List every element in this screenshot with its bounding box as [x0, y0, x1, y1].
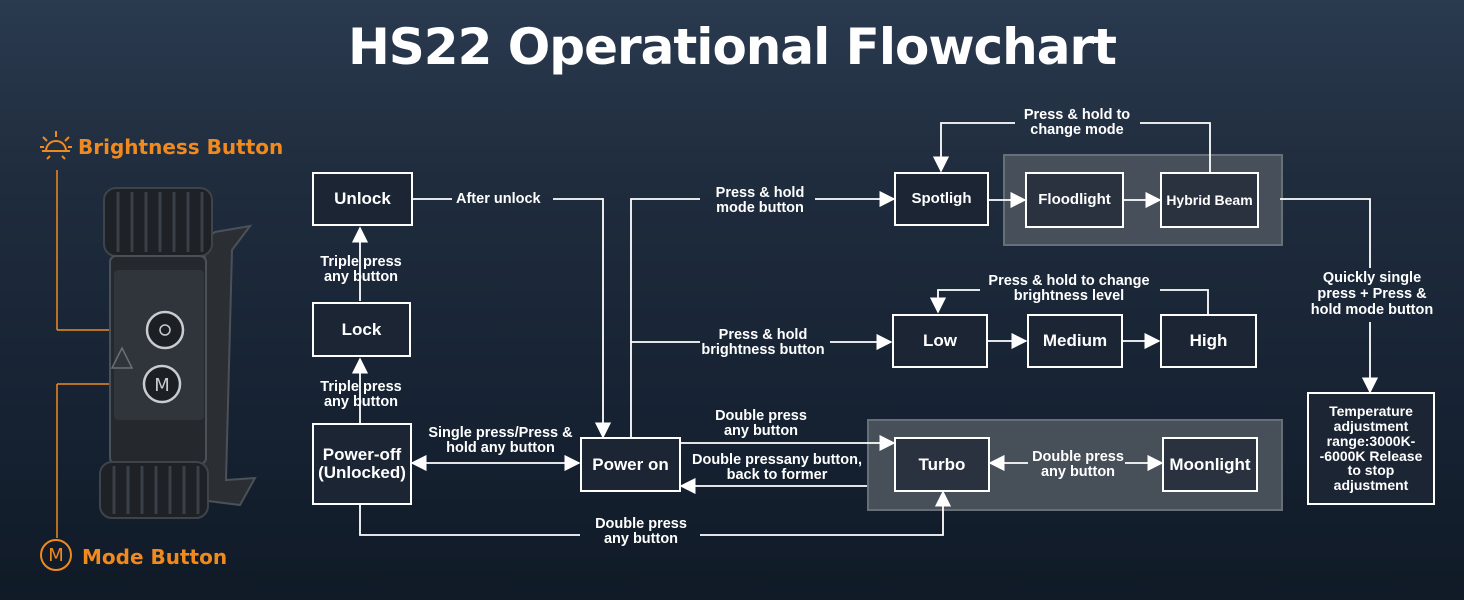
change-brightness-label: Press & hold to change brightness level	[988, 273, 1150, 304]
turbo-node: Turbo	[894, 437, 990, 492]
unlock-node: Unlock	[312, 172, 413, 226]
floodlight-node: Floodlight	[1025, 172, 1124, 228]
triple-press-bottom-label: Triple press any button	[320, 379, 402, 410]
sun-icon	[40, 131, 72, 160]
single-press-label: Single press/Press & hold any button	[428, 425, 573, 456]
medium-node: Medium	[1027, 314, 1123, 368]
temperature-node: Temperature adjustment range:3000K--6000…	[1307, 392, 1435, 505]
power-off-node: Power-off (Unlocked)	[312, 423, 412, 505]
low-node: Low	[892, 314, 988, 368]
triple-press-top-label: Triple press any button	[320, 254, 402, 285]
spotlight-node: Spotligh	[894, 172, 989, 226]
headlamp-illustration: M	[56, 170, 257, 538]
hold-mode-label: Press & hold mode button	[715, 185, 805, 216]
moonlight-node: Moonlight	[1162, 437, 1258, 492]
mode-icon-letter: M	[48, 544, 64, 566]
mode-button-label: Mode Button	[82, 545, 228, 569]
high-node: High	[1160, 314, 1257, 368]
after-unlock-label: After unlock	[456, 191, 541, 207]
quick-single-label: Quickly single press + Press & hold mode…	[1310, 270, 1434, 318]
double-moonlight-label: Double press any button	[1032, 449, 1124, 480]
mode-icon: M	[40, 539, 72, 571]
hold-brightness-label: Press & hold brightness button	[701, 327, 825, 358]
svg-text:M: M	[154, 375, 170, 396]
double-back-label: Double pressany button, back to former	[692, 452, 862, 483]
power-on-node: Power on	[580, 437, 681, 492]
page-title: HS22 Operational Flowchart	[347, 18, 1117, 76]
double-bottom-label: Double press any button	[595, 516, 687, 547]
change-mode-label: Press & hold to change mode	[1023, 107, 1131, 138]
lock-node: Lock	[312, 302, 411, 357]
hybrid-beam-node: Hybrid Beam	[1160, 172, 1259, 228]
double-turbo-label: Double press any button	[715, 408, 807, 439]
brightness-button-label: Brightness Button	[78, 135, 284, 159]
